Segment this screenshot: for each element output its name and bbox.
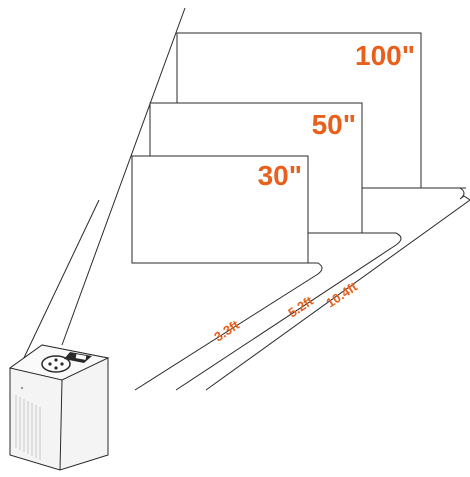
projector-front-edge: [59, 379, 63, 471]
beam-line-lower: [21, 199, 100, 363]
screen-30: 30": [131, 155, 309, 264]
projector-indicator-light: [20, 386, 24, 390]
beam-line-upper: [61, 7, 186, 346]
control-panel-slot: [75, 354, 87, 360]
floor-line-3-3ft: [134, 262, 323, 391]
floor-guides: [134, 187, 470, 391]
screen-30-frame: [131, 155, 309, 264]
projection-beam: [21, 7, 186, 363]
screen-50-label: 50": [312, 109, 356, 140]
lens-dot-2: [60, 362, 64, 366]
floor-line-5-2ft: [175, 232, 402, 391]
distance-label-3-3ft: 3.3ft: [211, 317, 242, 345]
screen-100-label: 100": [355, 40, 415, 71]
projector-lens-icon: [41, 355, 71, 373]
floor-line-10-4ft: [205, 187, 470, 391]
distance-label-5-2ft: 5.2ft: [285, 293, 316, 321]
projector-device: [8, 344, 110, 471]
screen-30-label: 30": [258, 160, 302, 191]
lens-dot-4: [54, 366, 58, 370]
lens-dot-1: [48, 362, 52, 366]
lens-dot-3: [54, 358, 58, 362]
projector-vent-grille: [15, 395, 41, 460]
